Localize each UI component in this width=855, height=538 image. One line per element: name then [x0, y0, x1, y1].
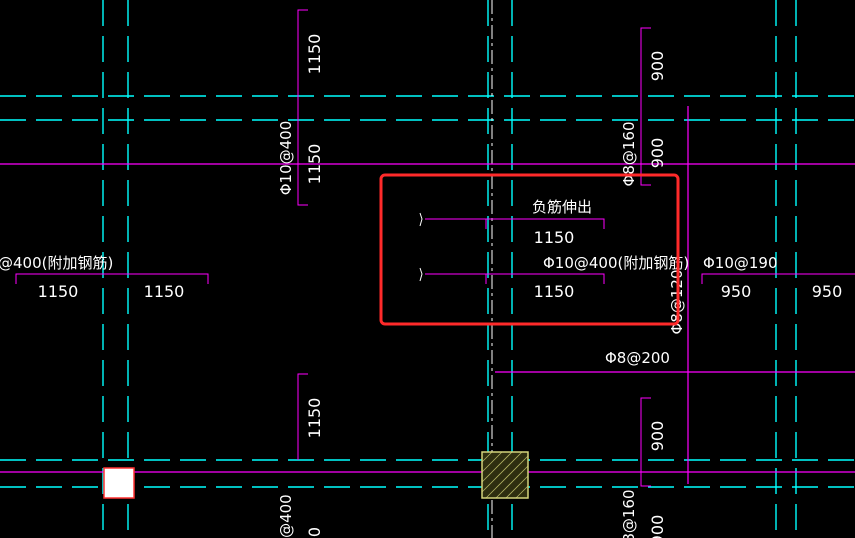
rot-dim-top-a: 1150	[305, 34, 324, 75]
rebar-hooks	[419, 212, 423, 282]
rot-spec-bottom-left: Φ@400	[277, 494, 295, 538]
right-dim-1: 950	[721, 282, 752, 301]
rot-dim-lower: 1150	[305, 398, 324, 439]
rot-dim-lower-right: 900	[648, 421, 667, 452]
column-white[interactable]	[103, 467, 135, 499]
highlight-box	[379, 173, 680, 326]
rot-spec-left: Φ10@400	[277, 121, 295, 196]
left-dim-1: 1150	[38, 282, 79, 301]
dimension-brackets	[15, 9, 855, 487]
rot-spec-bottom-right: Φ8@160	[620, 490, 638, 538]
right-dim-2: 950	[812, 282, 843, 301]
rebar-lines	[0, 106, 855, 484]
rot-dim-top-b: 1150	[305, 144, 324, 185]
callout-dim-lower: 1150	[534, 282, 575, 301]
callout-title: 负筋伸出	[532, 198, 592, 216]
rot-spec-mid: Φ8@160	[620, 122, 638, 187]
left-spec-partial: @400(附加钢筋)	[0, 254, 113, 272]
callout-spec: Φ10@400(附加钢筋)	[543, 254, 689, 272]
rot-dim-bottom-left: 0	[305, 527, 324, 537]
rot-dim-mid-a: 900	[648, 51, 667, 82]
left-dim-2: 1150	[144, 282, 185, 301]
rot-dim-bottom-right: 900	[648, 515, 667, 538]
column-hatched[interactable]	[481, 451, 529, 499]
callout-dim-upper: 1150	[534, 228, 575, 247]
right-spec: Φ10@190	[703, 254, 778, 272]
spec-lower: Φ8@200	[605, 349, 670, 367]
rot-dim-mid-b: 900	[648, 138, 667, 169]
